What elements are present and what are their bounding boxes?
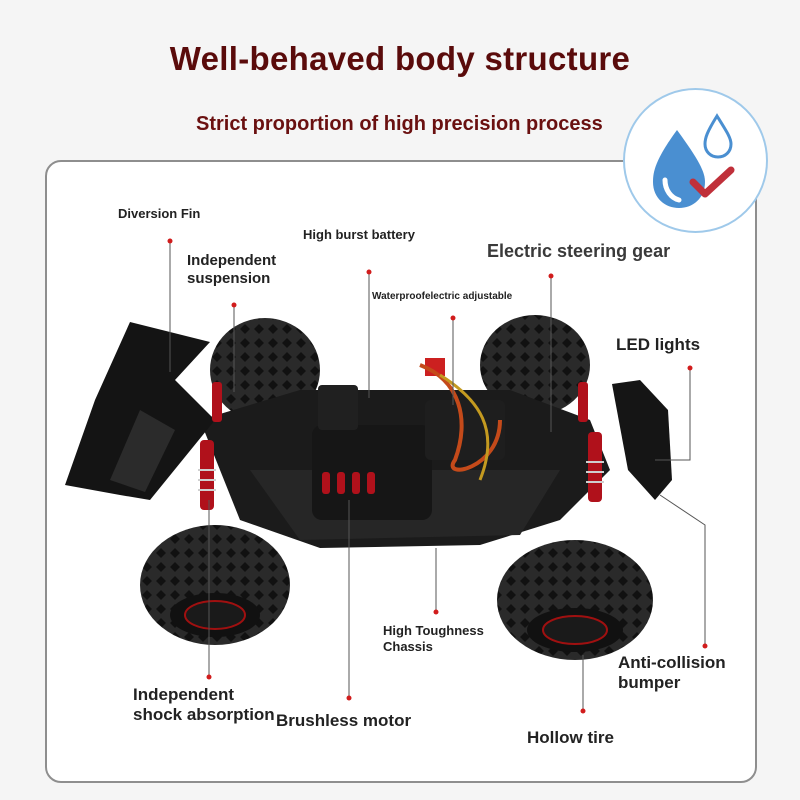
label-hollow-tire: Hollow tire <box>527 728 614 747</box>
label-high-burst-battery: High burst battery <box>303 227 415 242</box>
label-high-toughness-chassis: High Toughness Chassis <box>383 623 484 654</box>
label-independent-suspension: Independent suspension <box>187 252 277 287</box>
esc-module <box>425 400 505 460</box>
shock-absorbers <box>200 382 602 510</box>
waterproof-badge <box>623 88 768 233</box>
front-bumper <box>612 380 672 500</box>
label-anti-collision-bumper: Anti-collision bumper <box>618 653 726 693</box>
page-subtitle: Strict proportion of high precision proc… <box>196 113 603 135</box>
label-independent-shock-absorption: Independent shock absorption <box>133 685 275 725</box>
label-electric-steering-gear: Electric steering gear <box>487 241 671 261</box>
waterproof-drops-check-icon <box>653 113 735 208</box>
label-waterproof-esc: Waterproofelectric adjustable <box>372 291 513 302</box>
label-diversion-fin: Diversion Fin <box>118 206 201 221</box>
label-brushless-motor: Brushless motor <box>276 711 412 730</box>
page-title: Well-behaved body structure <box>169 40 631 77</box>
motor-red-vents <box>322 472 375 494</box>
label-led-lights: LED lights <box>616 335 701 354</box>
